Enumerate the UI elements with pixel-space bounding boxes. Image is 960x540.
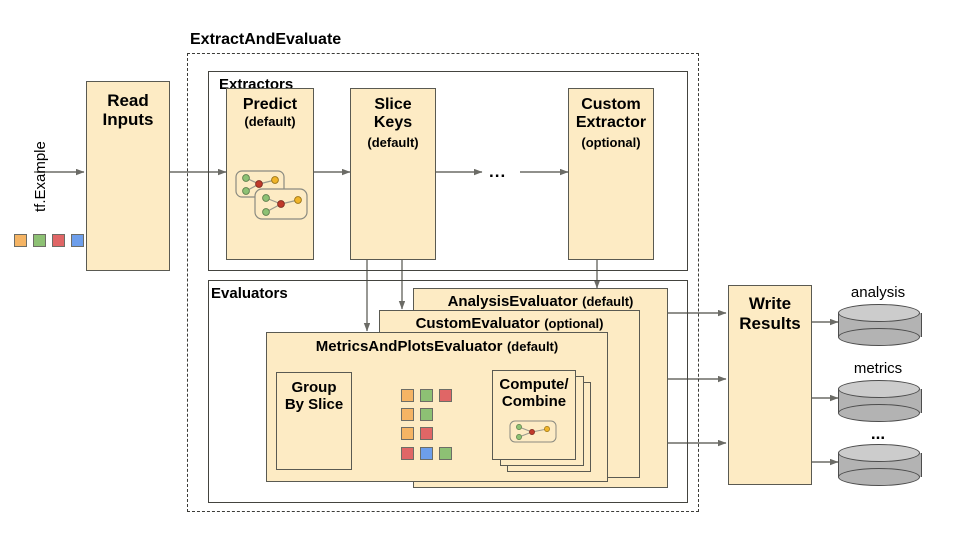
extractor-custom-line1: Custom [581,96,641,113]
metric-graph-icon [509,420,557,443]
output-label-more: ... [870,424,886,443]
slice-chip [420,408,433,421]
extractor-custom-line2: Extractor [575,114,647,132]
slice-chip [401,389,414,402]
evaluators-group [208,280,688,503]
slice-chip [439,389,452,402]
extractor-slice-keys-line1: Slice [374,96,412,113]
group-by-slice-line2: By Slice [284,396,344,414]
extractor-slice-keys-box[interactable]: Slice Keys (default) [350,88,436,260]
read-inputs-line2: Inputs [102,110,154,130]
output-label-metrics: metrics [853,360,903,377]
cylinder-top [838,444,920,462]
extractor-predict-note: (default) [244,114,296,129]
slice-chip [401,408,414,421]
slice-chip [420,447,433,460]
extractor-slice-keys-note: (default) [367,135,419,150]
slice-chip [401,427,414,440]
model-graph-icon [235,170,308,220]
output-store-analysis [838,304,922,346]
analysis-evaluator-note: (default) [582,294,634,309]
custom-evaluator-name: CustomEvaluator [415,315,540,332]
analysis-evaluator-name: AnalysisEvaluator [447,293,578,310]
extract-and-evaluate-container [187,53,699,512]
slice-chip [439,447,452,460]
cylinder-bottom [838,404,920,422]
custom-evaluator-note: (optional) [544,316,604,331]
cylinder-bottom [838,328,920,346]
extractor-custom-note: (optional) [581,135,641,150]
cylinder-top [838,304,920,322]
chip-red [52,234,65,247]
metrics-and-plots-evaluator-name: MetricsAndPlotsEvaluator [315,338,503,355]
group-by-slice-box[interactable]: Group By Slice [276,372,352,470]
cylinder-bottom [838,468,920,486]
write-results-line1: Write [748,294,792,313]
extractor-slice-keys-line2: Keys [373,114,413,132]
extract-and-evaluate-label: ExtractAndEvaluate [190,31,342,48]
output-label-analysis: analysis [850,284,906,301]
slice-chip [420,427,433,440]
output-store-metrics [838,380,922,422]
read-inputs-line1: Read [107,91,149,110]
extractors-ellipsis: ... [489,162,507,181]
extractor-custom-box[interactable]: Custom Extractor (optional) [568,88,654,260]
chip-green [33,234,46,247]
compute-combine-line1: Compute/ [499,376,569,393]
output-store-more [838,444,922,486]
chip-blue [71,234,84,247]
chip-orange [14,234,27,247]
extractor-predict-title: Predict [242,96,298,113]
slice-chip [401,447,414,460]
extractor-predict-box[interactable]: Predict (default) [226,88,314,260]
cylinder-top [838,380,920,398]
extractors-group [208,71,688,271]
write-results-box[interactable]: Write Results [728,285,812,485]
compute-combine-line2: Combine [501,393,567,411]
read-inputs-box[interactable]: Read Inputs [86,81,170,271]
metrics-and-plots-evaluator-note: (default) [506,339,559,354]
write-results-line2: Results [739,313,801,333]
compute-combine-box[interactable]: Compute/ Combine [492,370,576,460]
group-by-slice-line1: Group [291,379,337,396]
evaluators-group-label: Evaluators [211,285,288,302]
input-label: tf.Example [32,141,49,212]
slice-chip [420,389,433,402]
